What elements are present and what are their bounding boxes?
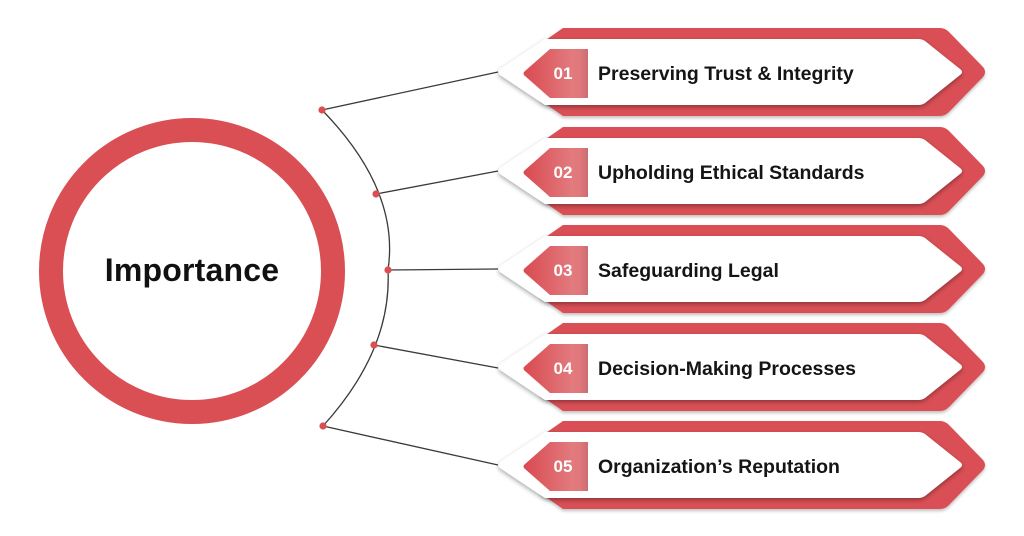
banner-5-shape <box>498 421 985 509</box>
item-number-badge: 05 <box>553 457 573 476</box>
connector-lines <box>321 71 499 466</box>
item-number-badge: 01 <box>553 64 573 83</box>
item-label: Organization’s Reputation <box>598 456 840 478</box>
connector-dots <box>318 106 392 430</box>
banner-4-shape <box>498 323 985 411</box>
item-label: Safeguarding Legal <box>598 260 779 282</box>
item-label: Decision-Making Processes <box>598 358 856 380</box>
center-title: Importance <box>104 252 280 288</box>
item-number-badge: 03 <box>553 261 573 280</box>
item-number-badge: 02 <box>553 163 573 182</box>
item-label: Preserving Trust & Integrity <box>598 63 854 85</box>
banner-2-shape <box>498 127 985 215</box>
banner-1-shape <box>498 28 985 116</box>
item-label: Upholding Ethical Standards <box>598 162 865 184</box>
center-ring <box>39 118 345 424</box>
item-number-badge: 04 <box>553 359 573 378</box>
banner-3-shape <box>498 225 985 313</box>
